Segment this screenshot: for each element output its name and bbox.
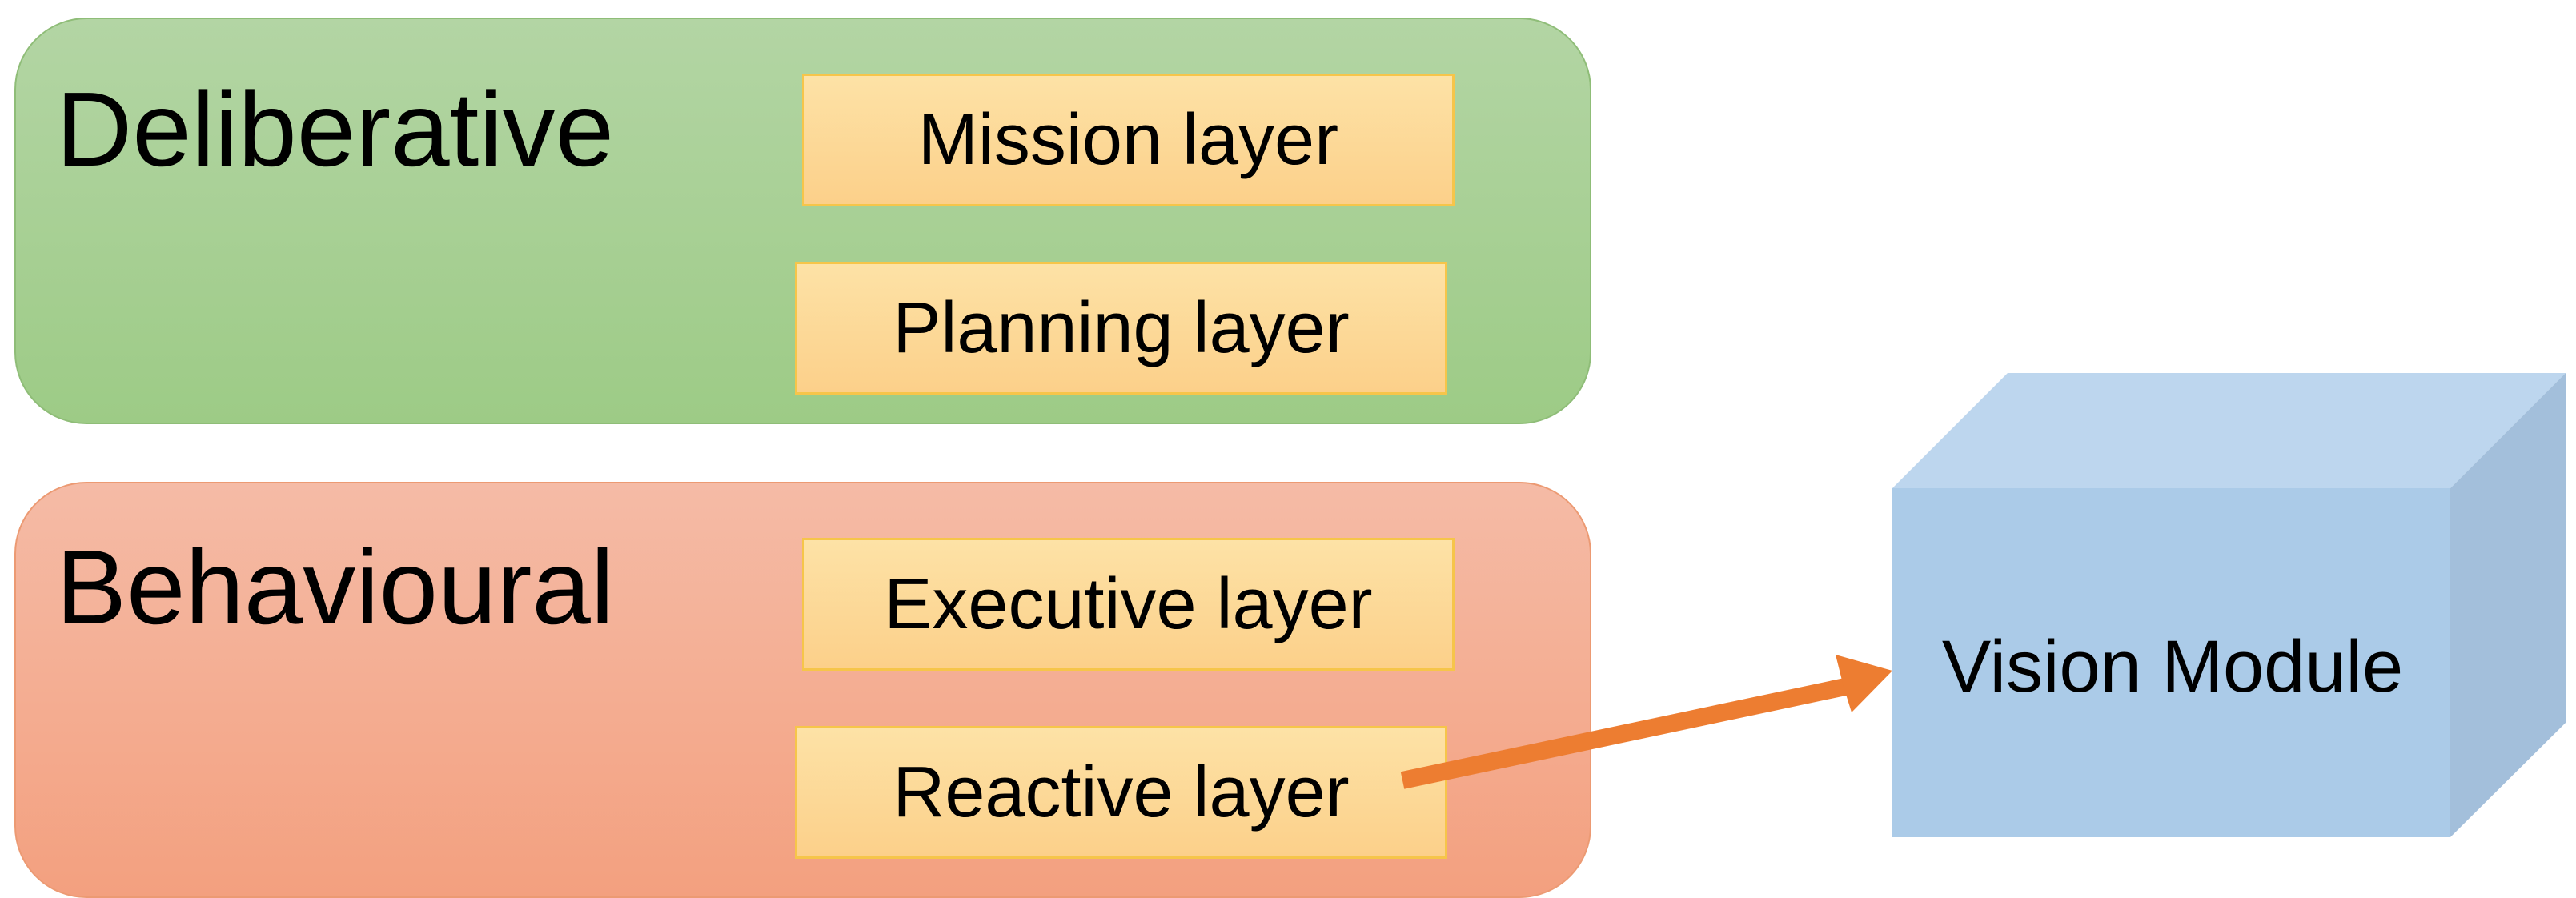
cube-top-face — [1892, 373, 2566, 488]
cube-front-face — [1892, 488, 2450, 837]
planning-layer-box: Planning layer — [795, 262, 1447, 395]
behavioural-title: Behavioural — [56, 528, 615, 646]
vision-module-label: Vision Module — [1941, 625, 2404, 708]
mission-layer-box: Mission layer — [802, 74, 1455, 206]
cube-side-face — [2450, 373, 2566, 837]
executive-layer-box: Executive layer — [802, 538, 1455, 671]
reactive-layer-box: Reactive layer — [795, 726, 1447, 859]
deliberative-title: Deliberative — [56, 70, 614, 188]
